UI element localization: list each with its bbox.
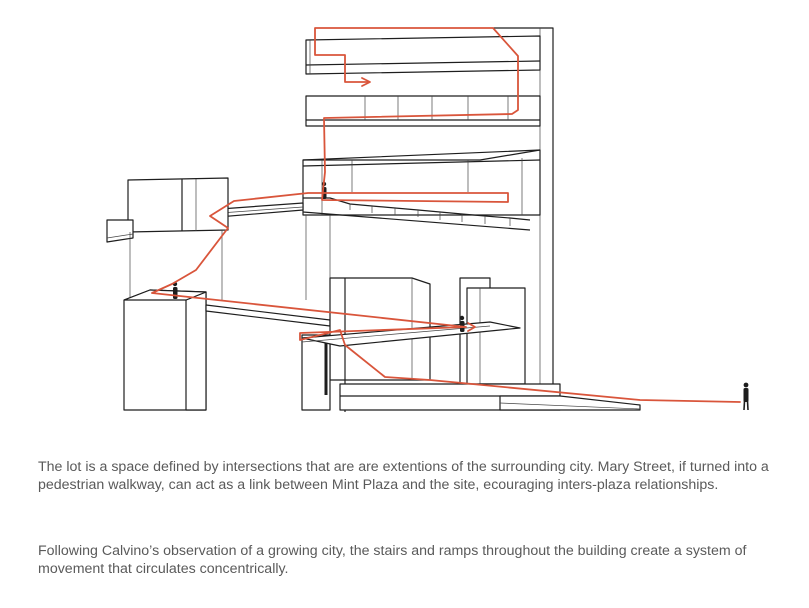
lower-left-block [123, 289, 207, 411]
middle-floor-stairs [302, 149, 541, 231]
caption-paragraph-1: The lot is a space defined by intersecti… [38, 459, 769, 493]
guide-lines [129, 215, 331, 300]
person-figure-street [743, 382, 749, 411]
person-figure-lower [459, 315, 465, 332]
top-floor-slab [305, 35, 541, 75]
ground-slab-ramp [339, 383, 641, 411]
architectural-section-diagram [106, 27, 749, 412]
lower-mid-slab [301, 321, 521, 347]
upper-floor-windows [305, 95, 541, 127]
circulation-path [151, 27, 741, 403]
lower-ramp [205, 304, 331, 327]
caption-paragraph-2: Following Calvino’s observation of a gro… [38, 543, 747, 577]
upper-left-pavilion [106, 177, 229, 243]
